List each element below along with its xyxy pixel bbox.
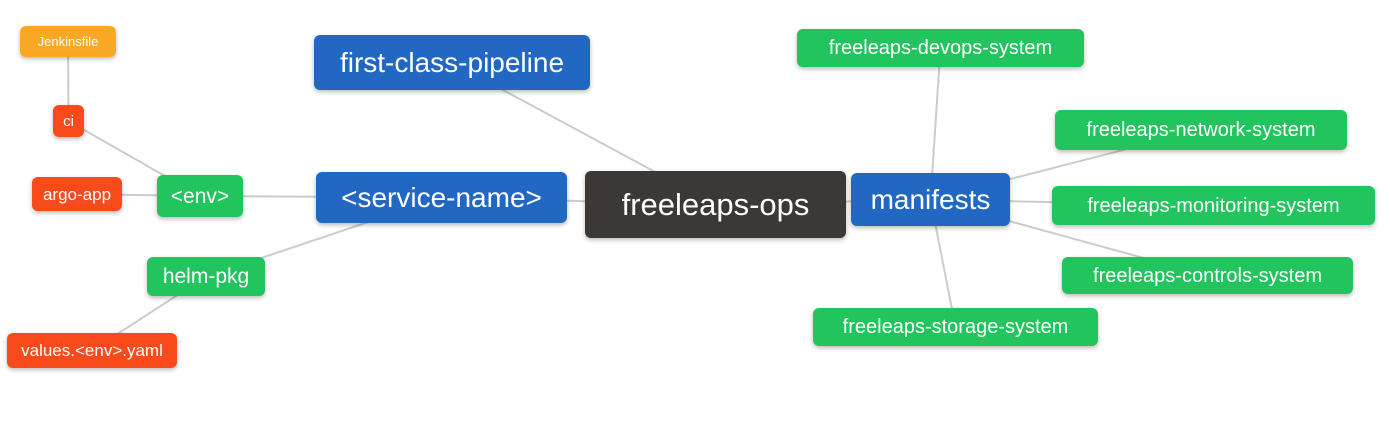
node-label: freeleaps-monitoring-system bbox=[1087, 194, 1340, 217]
node-label: helm-pkg bbox=[162, 265, 250, 288]
node-label: argo-app bbox=[42, 184, 112, 204]
node-label: values.<env>.yaml bbox=[21, 341, 163, 360]
node-label: first-class-pipeline bbox=[339, 46, 565, 78]
node-label: Jenkinsfile bbox=[37, 34, 99, 49]
node-controls-system[interactable]: freeleaps-controls-system bbox=[1062, 257, 1353, 294]
node-freeleaps-ops[interactable]: freeleaps-ops bbox=[585, 171, 846, 238]
node-monitoring-system[interactable]: freeleaps-monitoring-system bbox=[1052, 186, 1375, 225]
node-label: manifests bbox=[870, 183, 991, 215]
node-label: ci bbox=[63, 112, 74, 130]
node-label: <env> bbox=[170, 184, 230, 208]
node-label: freeleaps-controls-system bbox=[1093, 264, 1322, 287]
node-label: freeleaps-ops bbox=[621, 187, 810, 222]
node-jenkinsfile[interactable]: Jenkinsfile bbox=[20, 26, 116, 57]
node-storage-system[interactable]: freeleaps-storage-system bbox=[813, 308, 1098, 346]
node-label: freeleaps-storage-system bbox=[842, 316, 1069, 338]
node-label: freeleaps-devops-system bbox=[828, 37, 1053, 59]
node-env[interactable]: <env> bbox=[157, 175, 243, 217]
node-manifests[interactable]: manifests bbox=[851, 173, 1010, 226]
node-label: freeleaps-network-system bbox=[1086, 119, 1316, 141]
node-first-class-pipeline[interactable]: first-class-pipeline bbox=[314, 35, 590, 90]
node-helm-pkg[interactable]: helm-pkg bbox=[147, 257, 265, 296]
node-values-env-yaml[interactable]: values.<env>.yaml bbox=[7, 333, 177, 368]
node-service-name[interactable]: <service-name> bbox=[316, 172, 567, 223]
node-ci[interactable]: ci bbox=[53, 105, 84, 137]
node-devops-system[interactable]: freeleaps-devops-system bbox=[797, 29, 1084, 67]
node-argo-app[interactable]: argo-app bbox=[32, 177, 122, 211]
node-network-system[interactable]: freeleaps-network-system bbox=[1055, 110, 1347, 150]
node-label: <service-name> bbox=[341, 181, 542, 213]
